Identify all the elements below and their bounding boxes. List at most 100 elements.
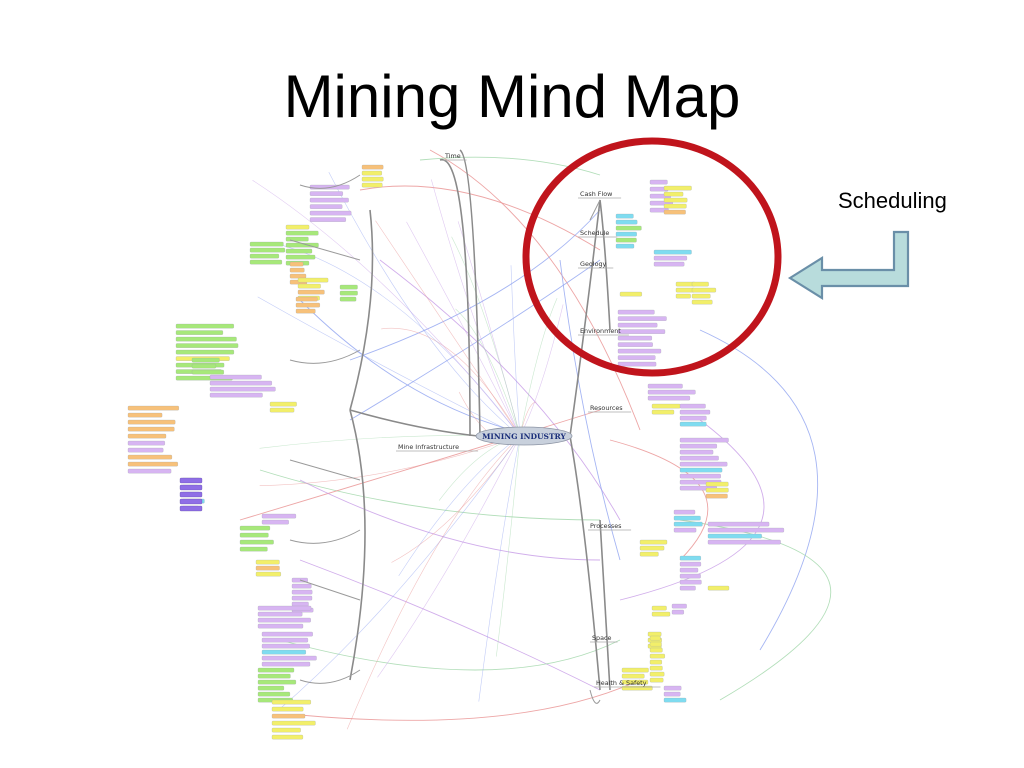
leaf-node [673,521,703,527]
branch-spine [289,239,361,261]
branch-spine [299,579,361,601]
leaf-node [705,493,728,499]
leaf-node [257,679,297,685]
leaf-node [663,197,688,203]
leaf-node [249,253,280,259]
callout-arrow [787,230,910,300]
leaf-node [639,539,668,545]
cross-link [377,435,521,678]
leaf-node [647,395,691,401]
leaf-node [127,440,165,446]
leaf-node [285,248,313,254]
leaf-nodes [127,164,785,740]
branch-label: Cash Flow [580,190,612,198]
leaf-node [649,665,663,671]
leaf-node [127,468,172,474]
cross-link [375,220,521,437]
leaf-node [257,611,303,617]
leaf-node [339,296,357,302]
leaf-node [707,539,781,545]
leaf-node [617,322,658,328]
cross-link [519,304,564,437]
leaf-node [261,519,289,525]
highlight-circle [522,137,782,377]
leaf-node [255,565,280,571]
leaf-node [179,484,203,491]
leaf-node [291,595,313,601]
leaf-node [653,249,692,255]
leaf-node [679,579,702,585]
leaf-node [191,363,217,369]
branch-spine [569,199,601,437]
cross-link [346,435,521,730]
leaf-node [617,329,666,334]
leaf-node [257,673,291,679]
leaf-node [255,559,280,565]
branch-label: Geology [580,260,607,268]
leaf-node [679,573,701,579]
leaf-node [339,284,358,290]
leaf-node [257,605,312,611]
leaf-node [249,247,286,253]
leaf-node [127,433,167,439]
leaf-node [297,289,325,295]
leaf-node [239,546,268,552]
leaf-node [127,461,178,467]
branch-spine [459,149,481,437]
leaf-node [663,697,687,703]
leaf-node [705,487,729,493]
leaf-node [127,419,176,425]
leaf-node [651,403,681,409]
cross-link [328,171,521,437]
leaf-node [707,527,785,533]
leaf-node [621,679,649,685]
leaf-node [271,727,301,733]
leaf-node [649,653,665,659]
branch-label: Time [444,152,461,160]
leaf-node [127,426,175,432]
cross-link [259,435,521,486]
cross-link [299,479,601,561]
leaf-node [285,224,310,230]
branch-label: Environment [580,327,621,335]
branch-spine [589,199,601,221]
leaf-node [615,225,642,231]
leaf-node [651,409,675,415]
leaf-node [649,179,668,185]
leaf-node [671,603,687,609]
branch-spine [349,409,366,681]
leaf-node [289,261,304,267]
leaf-node [271,706,304,712]
branch-spine [289,529,361,544]
leaf-node [127,447,164,453]
leaf-node [309,197,349,203]
leaf-node [679,561,702,567]
leaf-node [647,383,683,389]
leaf-node [679,461,728,467]
cross-link [379,259,621,521]
cross-link [699,329,819,651]
leaf-node [675,287,695,293]
leaf-node [649,659,662,665]
leaf-node [675,293,691,299]
hub-label: MINING INDUSTRY [482,432,566,441]
leaf-node [663,691,681,697]
leaf-node [615,243,635,249]
leaf-node [615,213,634,219]
leaf-node [209,380,272,386]
branch-label: Resources [590,404,623,412]
leaf-node [297,277,329,283]
leaf-node [285,254,316,260]
leaf-node [179,491,203,498]
leaf-node [361,164,384,170]
leaf-node [663,185,692,191]
cross-link [349,259,601,421]
leaf-node [127,405,179,411]
leaf-node [679,585,696,591]
leaf-node [639,545,665,551]
leaf-node [671,609,684,615]
cross-link [451,236,521,437]
leaf-node [619,291,642,297]
